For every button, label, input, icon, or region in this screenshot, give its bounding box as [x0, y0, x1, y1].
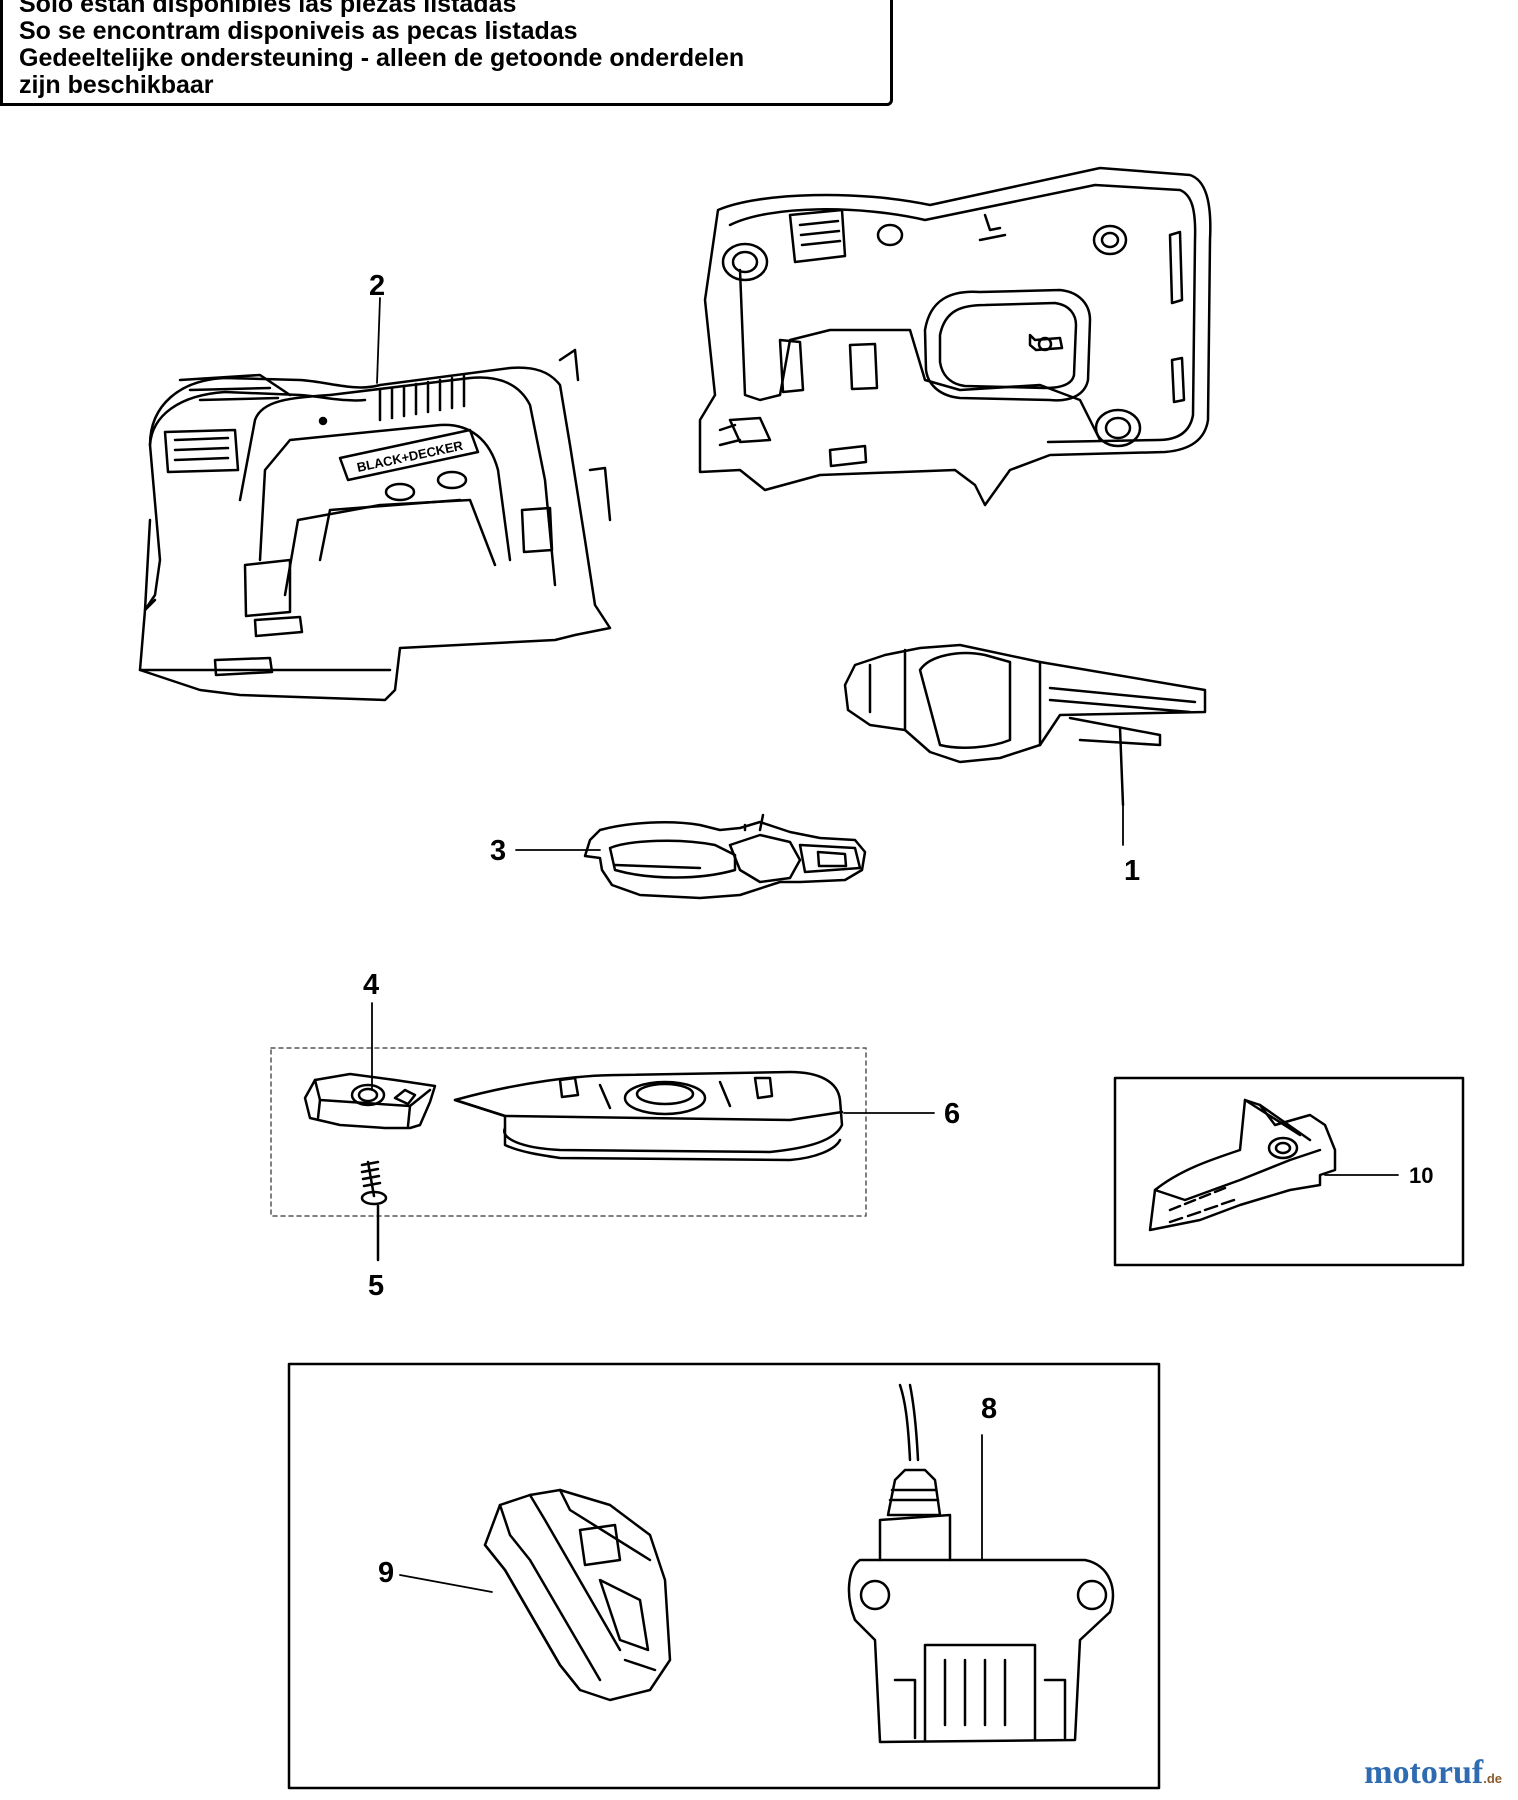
callout-8: 8 [981, 1393, 997, 1425]
part-3-dust-port [583, 813, 867, 900]
watermark-suffix: .de [1483, 1771, 1502, 1786]
part-6-sanding-base [453, 1070, 844, 1162]
part-10-inset-frame [1113, 1076, 1465, 1267]
watermark-text: motoruf [1364, 1754, 1484, 1791]
notice-line-1: Solo estan disponibles las piezas listad… [19, 0, 517, 18]
notice-box: Solo estan disponibles las piezas listad… [0, 0, 893, 106]
part-4-clamp [303, 1072, 437, 1130]
callout-2: 2 [369, 270, 385, 302]
callout-10: 10 [1409, 1163, 1433, 1188]
notice-line-2: So se encontram disponiveis as pecas lis… [19, 17, 578, 45]
callout-9: 9 [378, 1557, 394, 1589]
callout-6: 6 [944, 1098, 960, 1130]
notice-line-3: Gedeeltelijke ondersteuning - alleen de … [19, 44, 745, 72]
notice-line-4: zijn beschikbaar [19, 71, 214, 99]
callout-1: 1 [1124, 855, 1140, 887]
part-10-accessory [1148, 1098, 1337, 1232]
callout-4: 4 [363, 969, 379, 1001]
callout-3: 3 [490, 835, 506, 867]
part-2-housing [138, 348, 612, 702]
part-group-frame [270, 1047, 867, 1217]
part-8-charger [847, 1383, 1115, 1744]
housing-half-upper [698, 166, 1212, 507]
callout-5: 5 [368, 1270, 384, 1302]
leader-lines [371, 297, 1399, 1593]
part-5-screw [360, 1160, 388, 1262]
part-1-switch [843, 643, 1207, 807]
part-9-battery [483, 1488, 672, 1702]
watermark-logo: motoruf.de [1364, 1754, 1502, 1792]
battery-charger-frame [287, 1362, 1161, 1790]
